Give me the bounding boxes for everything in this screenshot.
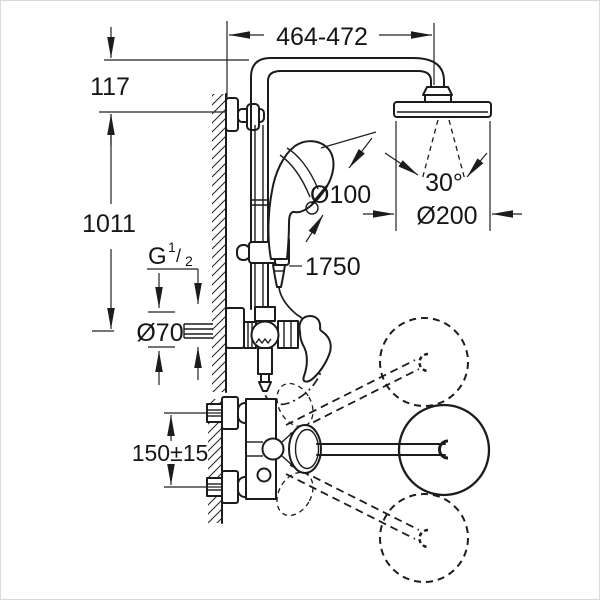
mixer-ball: [250, 320, 280, 350]
spout-outlet-down-circle: [379, 493, 469, 583]
spout-swivel-range: [276, 317, 469, 583]
escutcheon-top: [221, 396, 239, 430]
spout-pivot-ball: [261, 437, 285, 461]
head-shower-nut: [422, 86, 453, 96]
spout-rod-end: [438, 439, 449, 460]
wall-bracket: [225, 97, 265, 132]
shower-mixer: [225, 306, 332, 392]
spout-horizontal-position: [316, 403, 491, 497]
mixer-outlet: [257, 347, 273, 375]
hand-shower-diameter-label: Ø100: [310, 181, 371, 209]
spout-outlet-up-circle: [379, 317, 469, 407]
dimension-arm-width: 464-472: [226, 21, 435, 97]
mixer-symbol: [255, 337, 272, 345]
dimension-thread: G 1 / 2: [147, 239, 202, 380]
dimension-hose-length: 1750: [289, 253, 361, 281]
lower-fixture: [206, 396, 322, 504]
dimension-escutcheon: Ø70: [136, 273, 213, 385]
dimension-spray-angle: 30°: [384, 152, 488, 197]
mixer-escutcheon: [225, 307, 245, 349]
dimension-connection-spacing: 150±15: [132, 412, 221, 488]
shower-rail: [225, 57, 445, 310]
mixer-top-port: [254, 306, 276, 322]
hose-length-label: 1750: [305, 253, 361, 281]
rail-inner-edge: [267, 70, 432, 310]
hose-nipple: [272, 264, 286, 288]
spout-bell: [288, 424, 322, 474]
rail-outer-edge: [250, 57, 445, 310]
escutcheon-bottom: [221, 470, 239, 504]
mixer-cartridge: [277, 320, 299, 349]
mixer-lever-handle: [298, 315, 332, 383]
shower-hose: [264, 287, 325, 406]
thread-label-denominator: 2: [185, 253, 193, 269]
spray-cone-left: [421, 119, 439, 181]
hand-shower: [267, 140, 335, 260]
rail-height-label: 1011: [82, 210, 136, 238]
body-screw: [256, 467, 272, 483]
thread-label-g: G: [148, 243, 167, 270]
head-shower-disc: [393, 101, 492, 118]
dimension-head-shower: Ø200: [363, 121, 522, 231]
hand-shower-face-line: [286, 147, 319, 190]
supply-pipe-symbol: [183, 323, 213, 339]
connection-spacing-label: 150±15: [132, 440, 209, 466]
face-detail: [305, 201, 319, 215]
spout-position-up-rod: [285, 359, 416, 426]
dimension-top-offset: 117: [90, 27, 249, 145]
spout-bell-down-position: [276, 471, 314, 517]
dimension-rail-height: 1011: [82, 114, 136, 332]
hand-shower-body: [267, 140, 335, 260]
mixer-outlet-cone: [258, 381, 272, 392]
head-shower-diameter-label: Ø200: [416, 202, 477, 230]
arm-width-label: 464-472: [276, 23, 368, 51]
spray-angle-label: 30°: [425, 169, 463, 197]
thread-label-slash: /: [176, 246, 181, 266]
spray-cone-right: [448, 119, 466, 181]
spout-position-down-rod: [285, 473, 416, 540]
top-offset-label: 117: [90, 73, 130, 101]
spout-outlet-circle: [397, 403, 491, 497]
thread-label-numerator: 1: [168, 239, 176, 255]
wall-upper: [212, 93, 227, 393]
head-shower: [393, 86, 492, 181]
dimension-hand-shower: Ø100: [305, 131, 377, 243]
escutcheon-diameter-label: Ø70: [136, 319, 183, 347]
